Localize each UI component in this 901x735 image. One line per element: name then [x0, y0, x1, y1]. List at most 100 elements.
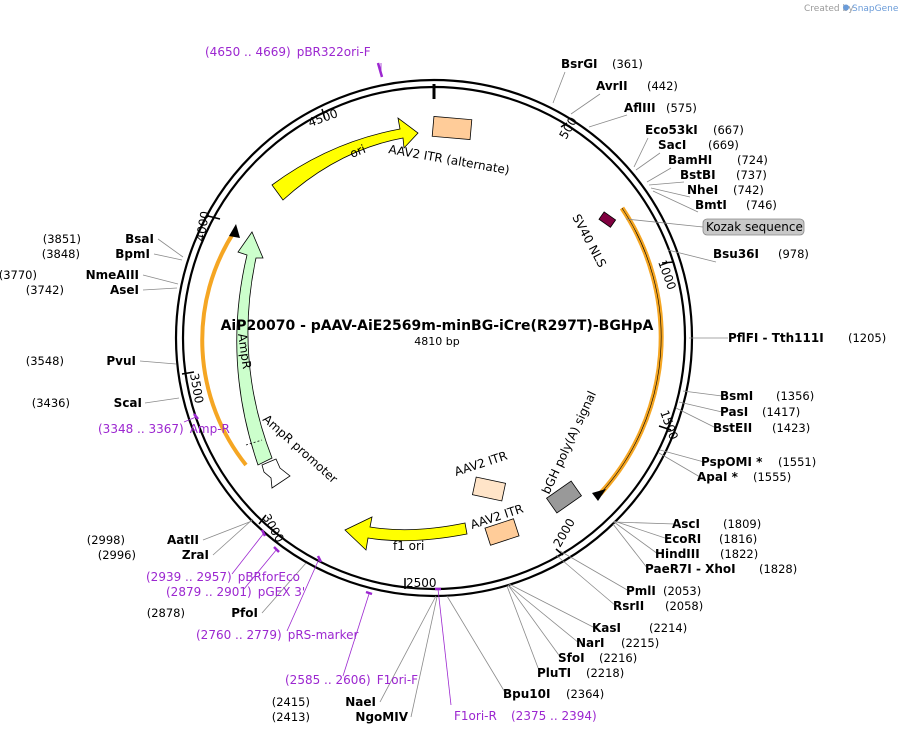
- site-name[interactable]: PfoI: [231, 606, 258, 620]
- site-name[interactable]: PaeR7I - XhoI: [645, 562, 736, 576]
- site-position: (1555): [753, 470, 791, 484]
- cds-outline-right: [599, 207, 662, 495]
- itr-b-feature[interactable]: [484, 518, 520, 546]
- cds-right-arrowhead: [592, 489, 606, 501]
- site-position: (724): [737, 153, 768, 167]
- site-position: (1417): [762, 405, 800, 419]
- site-name[interactable]: AseI: [110, 283, 139, 297]
- site-leader-line: [613, 521, 659, 555]
- site-position: (1809): [723, 517, 761, 531]
- site-name[interactable]: BstBI: [680, 168, 716, 182]
- primer-name[interactable]: pGEX 3': [258, 585, 305, 599]
- site-name[interactable]: PvuI: [106, 354, 136, 368]
- site-name[interactable]: NgoMIV: [355, 710, 408, 724]
- plasmid-title: AiP20070 - pAAV-AiE2569m-minBG-iCre(R297…: [221, 318, 654, 334]
- site-position: (3742): [26, 283, 64, 297]
- site-leader-line: [633, 137, 649, 168]
- site-leader-line: [650, 187, 691, 198]
- ori-feature[interactable]: [271, 117, 419, 201]
- site-name[interactable]: PmlI: [626, 584, 656, 598]
- ampr-promoter-feature[interactable]: [261, 458, 291, 489]
- site-name[interactable]: PspOMI *: [701, 455, 763, 469]
- primer-name[interactable]: Amp-R: [190, 422, 230, 436]
- site-leader-line: [508, 583, 596, 629]
- itr-a-feature[interactable]: [471, 476, 507, 502]
- site-name[interactable]: BstEII: [713, 421, 752, 435]
- site-position: (2053): [663, 584, 701, 598]
- site-name[interactable]: PflFI - Tth111I: [728, 331, 824, 345]
- site-name[interactable]: BpmI: [115, 247, 150, 261]
- primer-range: (2939 .. 2957): [146, 570, 232, 584]
- primer-name[interactable]: pRS-marker: [288, 628, 359, 642]
- tick-label: 1000: [655, 258, 679, 291]
- primer-leader-line: [286, 558, 320, 632]
- site-name[interactable]: ZraI: [182, 548, 209, 562]
- site-name[interactable]: SacI: [658, 138, 686, 152]
- site-position: (2413): [272, 710, 310, 724]
- tick-mark: [560, 122, 568, 128]
- primer-name[interactable]: F1ori-R: [454, 709, 497, 723]
- site-position: (1828): [759, 562, 797, 576]
- itr-alternate-feature[interactable]: [431, 115, 473, 141]
- site-name[interactable]: AscI: [672, 517, 700, 531]
- site-position: (1816): [719, 532, 757, 546]
- site-leader-line: [142, 274, 179, 285]
- site-name[interactable]: BamHI: [668, 153, 712, 167]
- tick-label: 500: [556, 115, 580, 142]
- site-position: (1356): [776, 389, 814, 403]
- site-name[interactable]: PluTI: [537, 666, 571, 680]
- site-name[interactable]: BsmI: [720, 389, 753, 403]
- site-position: (2415): [272, 695, 310, 709]
- site-name[interactable]: Eco53kI: [645, 123, 698, 137]
- site-name[interactable]: RsrII: [613, 599, 644, 613]
- site-position: (361): [612, 57, 643, 71]
- site-name[interactable]: SfoI: [558, 651, 585, 665]
- site-position: (2996): [98, 548, 136, 562]
- site-name[interactable]: BsaI: [125, 232, 154, 246]
- site-name[interactable]: NarI: [576, 636, 605, 650]
- site-name[interactable]: BsrGI: [561, 57, 598, 71]
- site-leader-line: [552, 71, 566, 104]
- site-leader-line: [261, 562, 307, 614]
- site-leader-line: [446, 595, 507, 695]
- site-leader-line: [507, 584, 562, 659]
- site-name[interactable]: ScaI: [114, 396, 142, 410]
- primer-range: (2760 .. 2779): [196, 628, 282, 642]
- primer-mark: [316, 555, 323, 563]
- site-name[interactable]: ApaI *: [697, 470, 739, 484]
- cds-left-arrowhead: [229, 224, 240, 238]
- site-name[interactable]: AvrII: [596, 79, 628, 93]
- primer-mark: [193, 413, 199, 420]
- site-position: (2216): [599, 651, 637, 665]
- primer-name[interactable]: pBRforEco: [238, 570, 300, 584]
- site-name[interactable]: Bpu10I: [503, 687, 550, 701]
- site-name[interactable]: EcoRI: [664, 532, 701, 546]
- site-name[interactable]: BmtI: [695, 198, 727, 212]
- bgh-polya-feature[interactable]: [545, 480, 583, 514]
- site-name[interactable]: NaeI: [345, 695, 376, 709]
- site-leader-line: [635, 152, 661, 171]
- f1-ori-label: f1 ori: [393, 539, 424, 553]
- f1-ori-feature[interactable]: [344, 516, 468, 551]
- site-leader-line: [658, 452, 701, 478]
- site-name[interactable]: KasI: [592, 621, 621, 635]
- site-name[interactable]: NmeAIII: [86, 268, 139, 282]
- primer-name[interactable]: pBR322ori-F: [297, 45, 371, 59]
- tick-mark: [555, 548, 564, 556]
- primer-mark: [376, 62, 384, 78]
- site-name[interactable]: Bsu36I: [713, 247, 759, 261]
- site-name[interactable]: AatII: [167, 533, 199, 547]
- site-leader-line: [144, 397, 180, 404]
- site-name[interactable]: NheI: [687, 183, 718, 197]
- primer-name[interactable]: F1ori-F: [377, 673, 418, 687]
- site-name[interactable]: PasI: [720, 405, 748, 419]
- sv40-nls-feature[interactable]: [598, 211, 617, 228]
- kozak-sequence-label: Kozak sequence: [706, 220, 803, 234]
- site-name[interactable]: HindIII: [655, 547, 700, 561]
- site-position: (575): [666, 101, 697, 115]
- site-position: (1822): [720, 547, 758, 561]
- site-position: (3548): [26, 354, 64, 368]
- site-name[interactable]: AflIII: [624, 101, 656, 115]
- site-leader-line: [675, 407, 717, 429]
- ampr-feature[interactable]: [236, 231, 273, 466]
